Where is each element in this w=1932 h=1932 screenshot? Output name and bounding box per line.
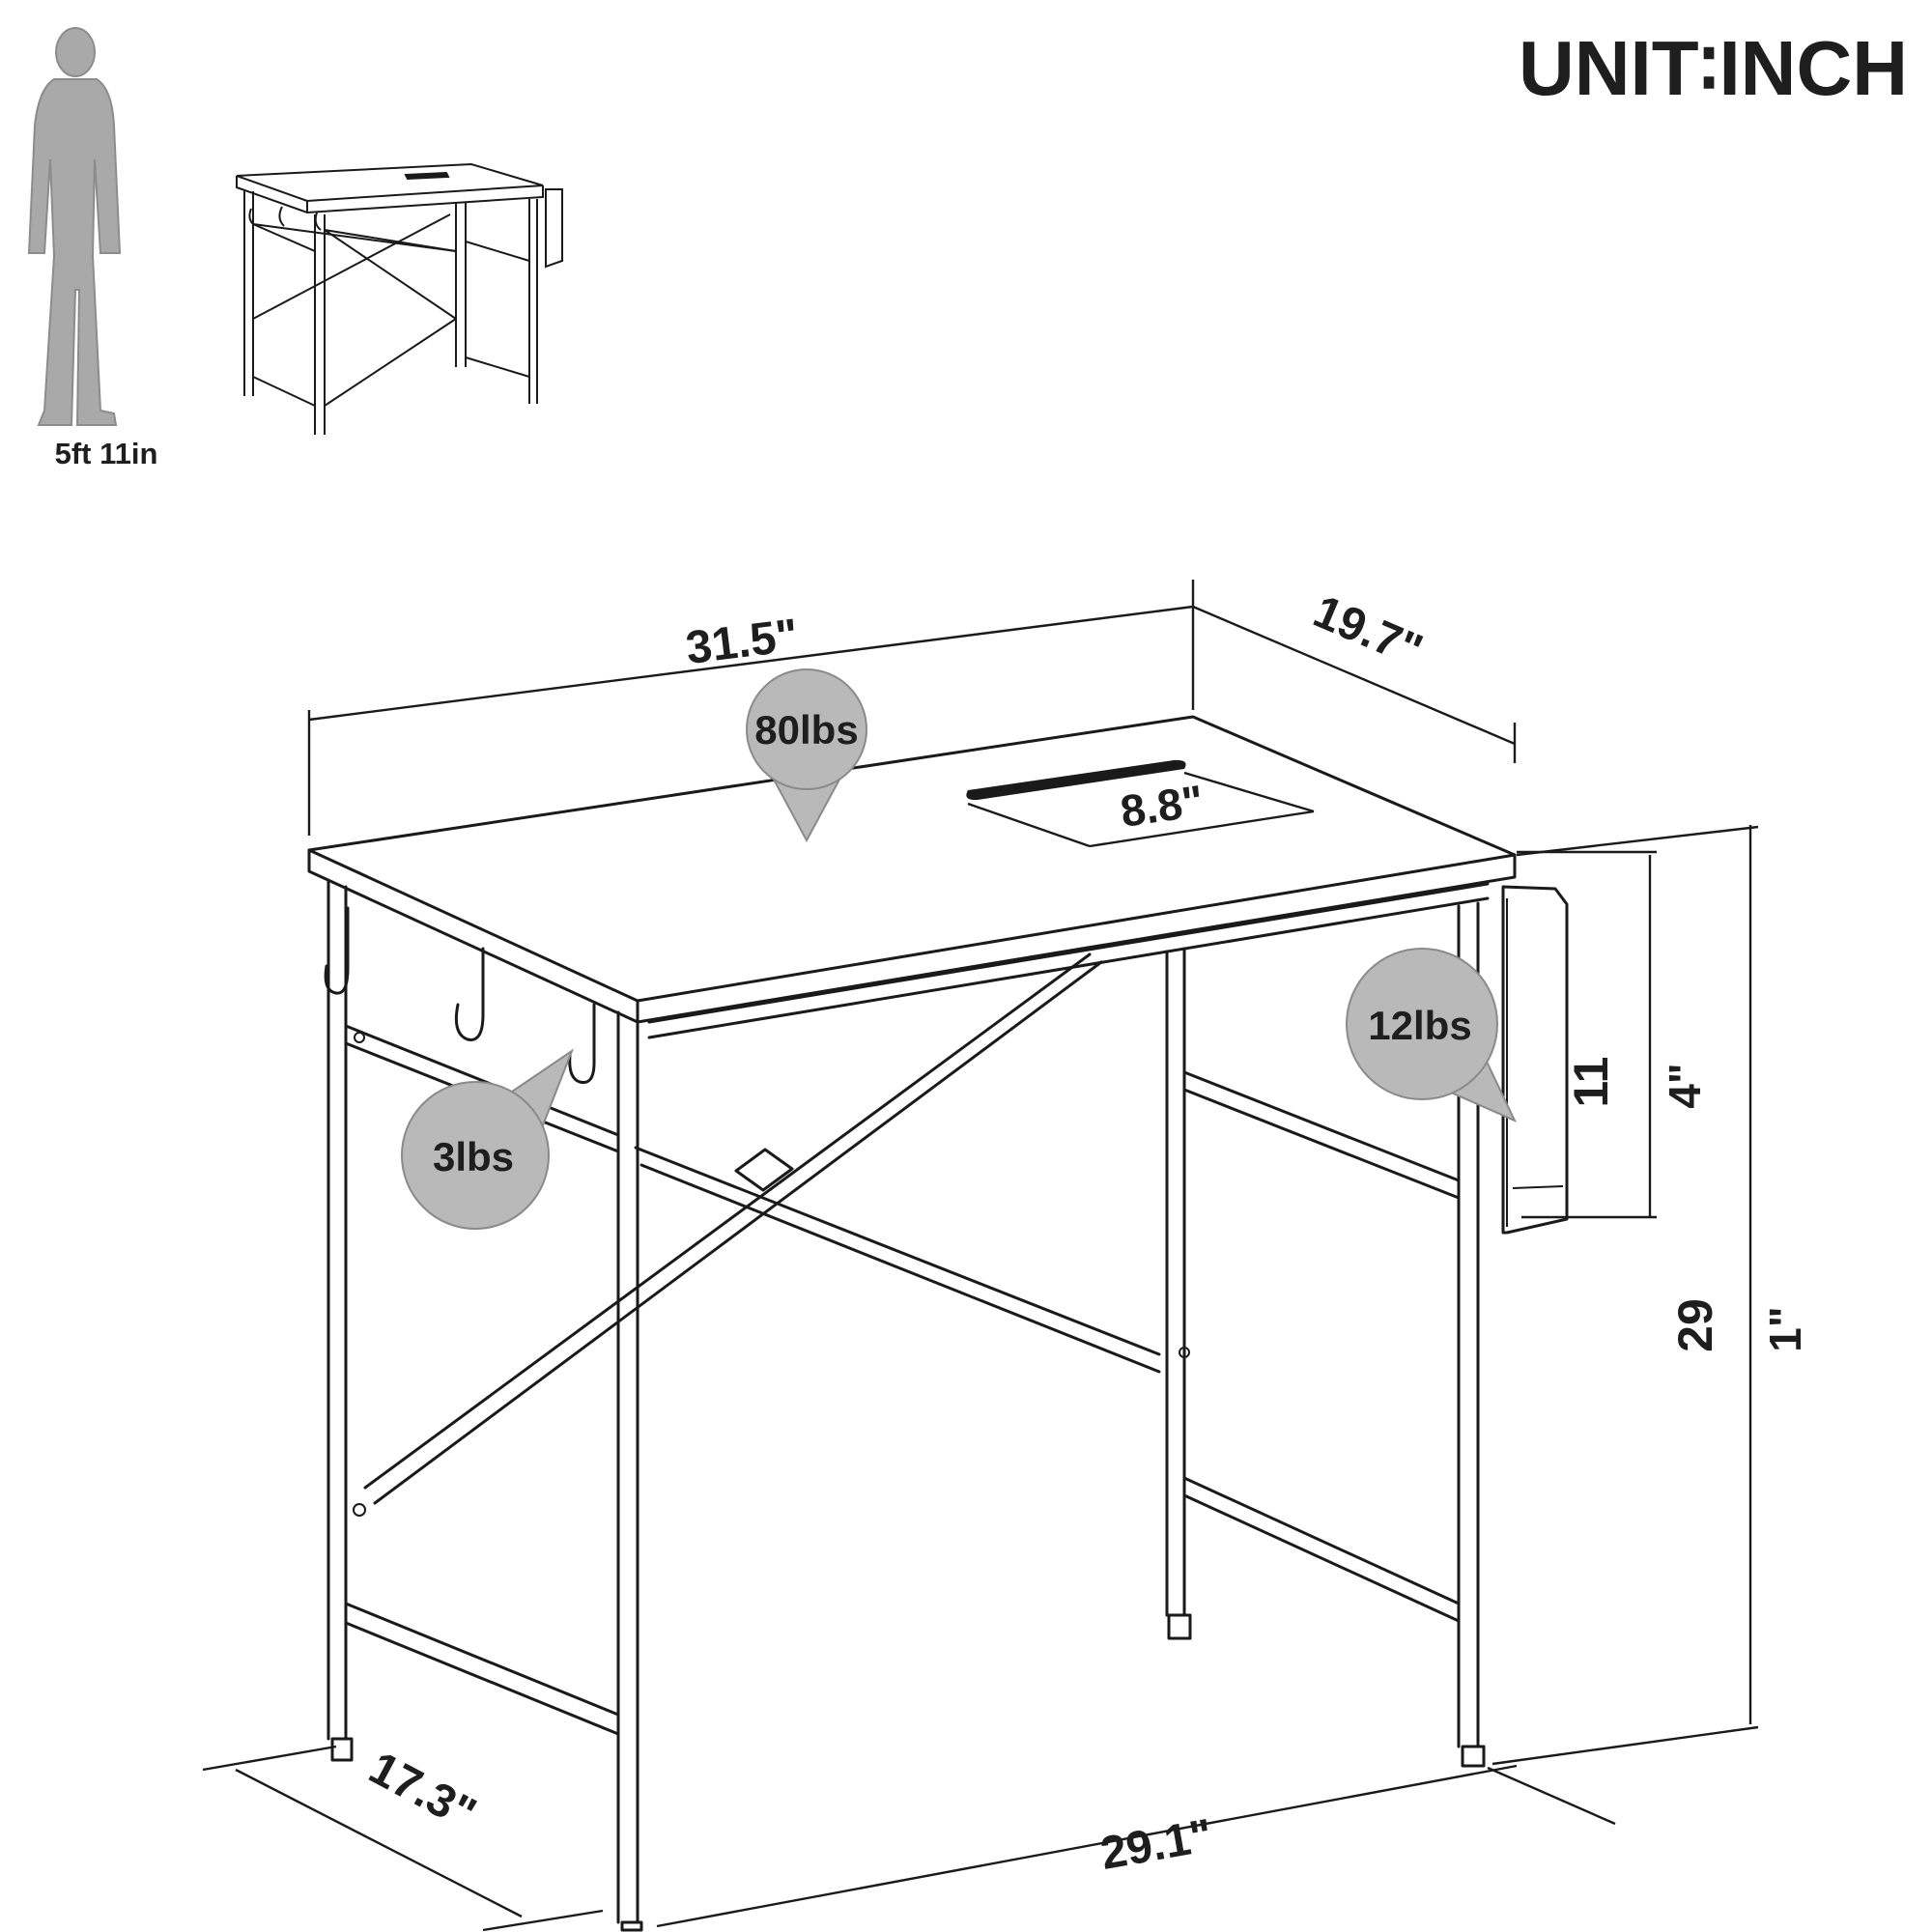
- desk-height-value-label: 29: [1668, 1298, 1722, 1352]
- hook-icon: [324, 906, 596, 1085]
- desk-main-drawing: [307, 715, 1569, 1932]
- bag-height-fraction-label: 4": [1660, 1063, 1710, 1108]
- desk-height-fraction-label: 1": [1760, 1306, 1810, 1351]
- load-hooks-label: 3lbs: [433, 1134, 514, 1179]
- side-storage-bag: [1501, 885, 1569, 1235]
- load-badge-side-bag: 12lbs: [1346, 948, 1518, 1123]
- base-width-label: 29.1": [1096, 1810, 1216, 1880]
- load-desktop-label: 80lbs: [754, 707, 858, 753]
- dimension-lines: [202, 580, 1759, 1932]
- load-side-bag-label: 12lbs: [1368, 1003, 1471, 1048]
- leg-back-right: [1165, 947, 1186, 1617]
- x-brace: [634, 1146, 1161, 1374]
- desktop-top: [307, 715, 1517, 1003]
- unit-label: UNIT∶INCH: [1519, 25, 1908, 111]
- load-badge-desktop: 80lbs: [746, 668, 867, 843]
- top-width-label: 31.5": [683, 610, 801, 674]
- bag-height-value-label: 11: [1564, 1057, 1618, 1108]
- load-badge-hooks: 3lbs: [401, 1048, 575, 1230]
- desk-thumbnail: [236, 162, 563, 435]
- desktop-front-edge: [307, 848, 1517, 1024]
- leg-front-left: [327, 879, 348, 1741]
- slot-length-label: 8.8": [1118, 775, 1207, 836]
- leg-front-middle: [616, 1010, 639, 1924]
- base-depth-label: 17.3": [361, 1743, 484, 1840]
- person-height-label: 5ft 11in: [55, 437, 158, 470]
- person-silhouette-icon: [27, 27, 122, 426]
